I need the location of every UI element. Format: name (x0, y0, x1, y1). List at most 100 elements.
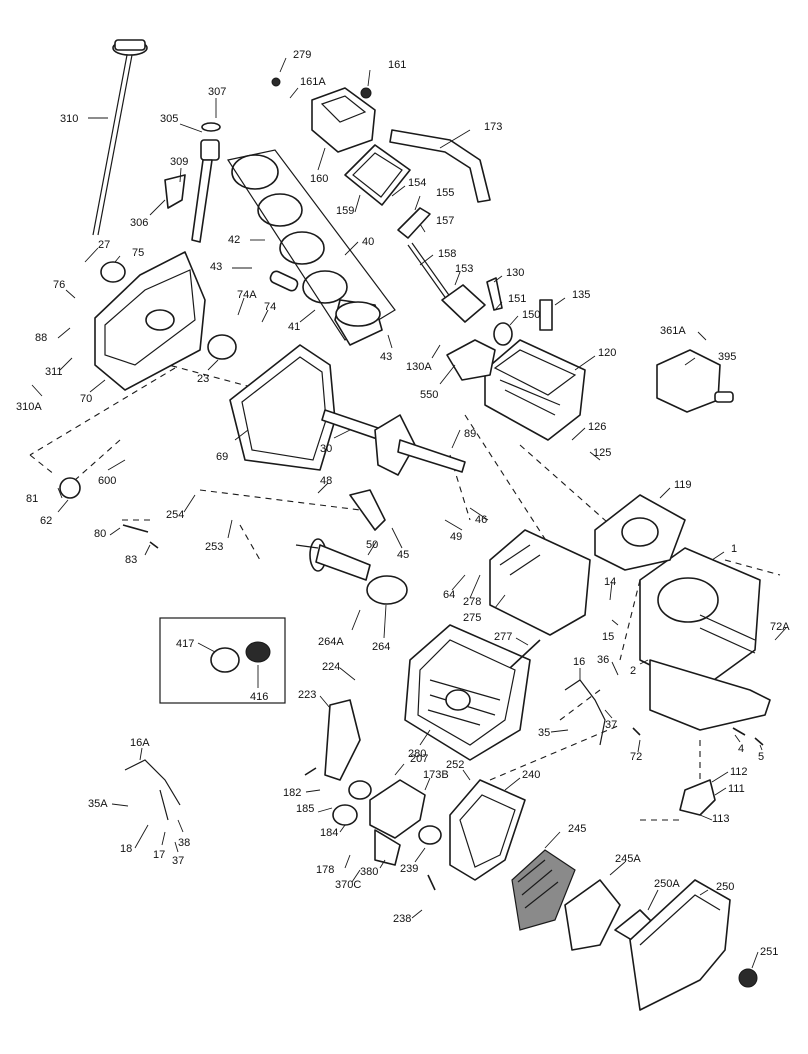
inset-magnet-part (245, 641, 271, 663)
callout: 35A (88, 798, 108, 810)
callout: 245A (615, 853, 641, 865)
inset-box (159, 617, 286, 704)
throttle-link-part (564, 679, 606, 746)
air-cleaner-base-part (449, 779, 526, 881)
carburetor-part (369, 779, 426, 866)
callout: 158 (438, 248, 456, 260)
callout: 305 (160, 113, 178, 125)
callout: 1 (731, 543, 737, 555)
pre-filter-part (564, 879, 621, 951)
callout: 120 (598, 347, 616, 359)
callout: 417 (176, 638, 194, 650)
air-cleaner-gasket-part (418, 825, 442, 845)
fill-tube-part (191, 122, 221, 243)
callout: 253 (205, 541, 223, 553)
callout: 74A (237, 289, 257, 301)
callout: 252 (446, 759, 464, 771)
callout: 17 (153, 849, 165, 861)
callout: 76 (53, 279, 65, 291)
callout: 42 (228, 234, 240, 246)
wrist-pin-part (269, 270, 299, 292)
callout: 264 (372, 641, 390, 653)
callout: 36 (597, 654, 609, 666)
callout: 160 (310, 173, 328, 185)
callout: 361A (660, 325, 686, 337)
callout: 81 (26, 493, 38, 505)
callout: 112 (730, 766, 748, 778)
push-rod-part (407, 242, 452, 301)
callout: 161 (388, 59, 406, 71)
rocker-cover-part (271, 77, 376, 153)
cover-knob-part (738, 968, 758, 988)
callout: 15 (602, 631, 614, 643)
callout: 49 (450, 531, 462, 543)
spacer-gasket-part (348, 780, 372, 800)
callout: 48 (320, 475, 332, 487)
valve-spring-part (493, 322, 513, 346)
callout: 113 (712, 813, 730, 825)
callout: 135 (572, 289, 590, 301)
callout: 111 (728, 783, 745, 795)
callout: 280 (408, 748, 426, 760)
crankshaft-part (321, 409, 466, 476)
callout: 207 (410, 753, 428, 765)
callout: 16 (573, 656, 585, 668)
breather-tube-part (389, 129, 491, 203)
callout: 130A (406, 361, 432, 373)
governor-shaft-part (679, 779, 716, 816)
breather-part (446, 339, 496, 381)
callout: 70 (80, 393, 92, 405)
ignition-module-part (656, 349, 734, 413)
callout: 80 (94, 528, 106, 540)
callout: 43 (210, 261, 222, 273)
callout: 151 (508, 293, 526, 305)
callout: 18 (120, 843, 132, 855)
callout: 2 (630, 665, 636, 677)
callout: 5 (758, 751, 764, 763)
callout-labels: 310 307 305 309 306 279 161A 161 160 173… (16, 49, 790, 958)
oil-seal-part (100, 261, 126, 283)
callout: 310A (16, 401, 42, 413)
callout: 370C (335, 879, 361, 891)
bearing-part (207, 334, 237, 360)
callout: 161A (300, 76, 326, 88)
callout: 154 (408, 177, 426, 189)
callout: 16A (130, 737, 150, 749)
callout: 238 (393, 913, 411, 925)
callout: 41 (288, 321, 300, 333)
callout: 23 (197, 373, 209, 385)
callout: 74 (264, 301, 276, 313)
callout: 416 (250, 691, 268, 703)
callout: 46 (475, 514, 487, 526)
piston-part (334, 299, 383, 346)
callout: 173 (484, 121, 502, 133)
callout: 159 (336, 205, 354, 217)
callout: 185 (296, 803, 314, 815)
spark-plug-part (539, 299, 553, 331)
callout: 40 (362, 236, 374, 248)
callout: 35 (538, 727, 550, 739)
callout: 50 (366, 539, 378, 551)
callout: 600 (98, 475, 116, 487)
rocker-bolt-part (486, 277, 503, 311)
callout: 223 (298, 689, 316, 701)
callout: 250 (716, 881, 734, 893)
callout: 88 (35, 332, 47, 344)
callout: 72A (770, 621, 790, 633)
callout: 155 (436, 187, 454, 199)
callout: 254 (166, 509, 184, 521)
callout: 311 (45, 366, 63, 378)
callout: 309 (170, 156, 188, 168)
callout: 64 (443, 589, 455, 601)
parts (59, 39, 771, 1011)
callout: 278 (463, 596, 481, 608)
callout: 75 (132, 247, 144, 259)
callout: 279 (293, 49, 311, 61)
air-cleaner-cover-part (629, 879, 731, 1011)
cooling-shroud-part (404, 624, 531, 761)
callout: 157 (436, 215, 454, 227)
crankcase-cover-part (94, 251, 206, 391)
muffler-part (489, 529, 591, 636)
callout: 38 (178, 837, 190, 849)
